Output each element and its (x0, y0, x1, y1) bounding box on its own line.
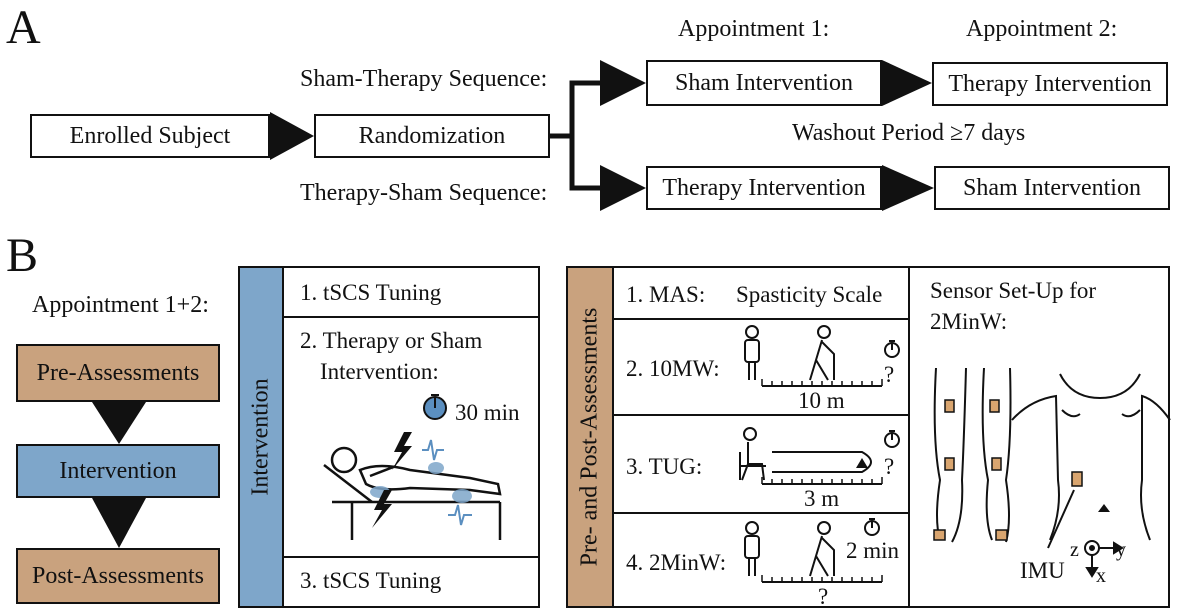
therapy-intervention-box-2: Therapy Intervention (932, 62, 1168, 106)
intervention-duration: 30 min (455, 400, 520, 425)
sensor-title-line-1: Sensor Set-Up for (930, 278, 1097, 303)
arrow-intervention-to-post (92, 498, 146, 548)
emg-wave-icon (422, 439, 444, 461)
tenmw-time: ? (884, 362, 895, 387)
emg-wave-icon-2 (448, 504, 472, 526)
sensor-markers (933, 399, 1083, 541)
sham-therapy-sequence-label: Sham-Therapy Sequence: (300, 66, 548, 92)
enrolled-subject-box: Enrolled Subject (30, 114, 270, 158)
intervention-step-1: 1. tSCS Tuning (300, 280, 442, 305)
twominw-time: 2 min (846, 538, 900, 563)
mas-label: 1. MAS: (626, 282, 706, 307)
sham-intervention-box-1: Sham Intervention (646, 60, 882, 106)
sensor-title-line-2: 2MinW: (930, 309, 1008, 334)
sitting-person-icon (739, 427, 766, 481)
arrow-row2-to-appointment2 (882, 165, 934, 211)
arrow-to-therapy-intervention (600, 165, 646, 211)
bed-icon (323, 464, 502, 540)
assessment-divider-1 (612, 318, 910, 320)
branch-down (569, 136, 600, 191)
intervention-step-2-line-1: 2. Therapy or Sham (300, 328, 483, 353)
tug-track-icon (772, 451, 872, 473)
lightning-icon (392, 432, 412, 470)
therapy-intervention-box-1: Therapy Intervention (646, 166, 882, 210)
lightning-icon-2 (372, 490, 392, 528)
arrow-pre-to-intervention (92, 402, 146, 444)
intervention-step-2-line-2: Intervention: (320, 359, 439, 384)
panel-a-letter: A (6, 1, 41, 54)
pre-assessments-box: Pre-Assessments (16, 344, 220, 402)
electrode-spots (370, 462, 472, 503)
navel-marker (1098, 504, 1110, 512)
mas-description: Spasticity Scale (736, 282, 883, 307)
intervention-divider-1 (282, 316, 540, 318)
washout-period-label: Washout Period ≥7 days (792, 120, 1026, 146)
axis-icon (1084, 540, 1124, 578)
tenmw-distance: 10 m (798, 388, 845, 413)
intervention-divider-2 (282, 556, 540, 558)
torso-icon (1011, 373, 1171, 541)
stopwatch-icon (423, 394, 447, 420)
cone-icon (856, 458, 868, 468)
tug-label: 3. TUG: (626, 454, 703, 479)
arrow-row1-to-appointment2 (882, 60, 932, 106)
intervention-sidebar: Intervention (238, 266, 284, 608)
axis-y-label: y (1116, 539, 1126, 561)
tug-time: ? (884, 454, 895, 479)
intervention-step-3: 3. tSCS Tuning (300, 568, 442, 593)
imu-pointer (1047, 489, 1075, 549)
tug-distance: 3 m (804, 486, 840, 511)
intervention-table (282, 266, 540, 608)
panel-b-letter: B (6, 229, 39, 282)
appointment-2-label: Appointment 2: (966, 16, 1118, 42)
twominw-label: 4. 2MinW: (626, 550, 727, 575)
twominw-distance: ? (818, 584, 829, 609)
axis-z-label: z (1070, 539, 1079, 561)
intervention-box: Intervention (16, 444, 220, 498)
branch-up (569, 80, 600, 136)
legs-icon (933, 367, 1012, 543)
therapy-sham-sequence-label: Therapy-Sham Sequence: (300, 180, 548, 206)
randomization-box: Randomization (314, 114, 550, 158)
arrow-to-sham-intervention (600, 60, 646, 106)
appointment-1-label: Appointment 1: (678, 16, 830, 42)
axis-x-label: x (1096, 565, 1106, 587)
tenmw-label: 2. 10MW: (626, 356, 720, 381)
imu-label: IMU (1020, 558, 1065, 583)
sham-intervention-box-2: Sham Intervention (934, 166, 1170, 210)
post-assessments-box: Post-Assessments (16, 548, 220, 604)
sensor-panel (908, 266, 1170, 608)
assessment-divider-2 (612, 414, 910, 416)
appointments-label: Appointment 1+2: (32, 292, 209, 318)
assessment-divider-3 (612, 512, 910, 514)
arrow-enrolled-to-randomization (270, 112, 314, 160)
